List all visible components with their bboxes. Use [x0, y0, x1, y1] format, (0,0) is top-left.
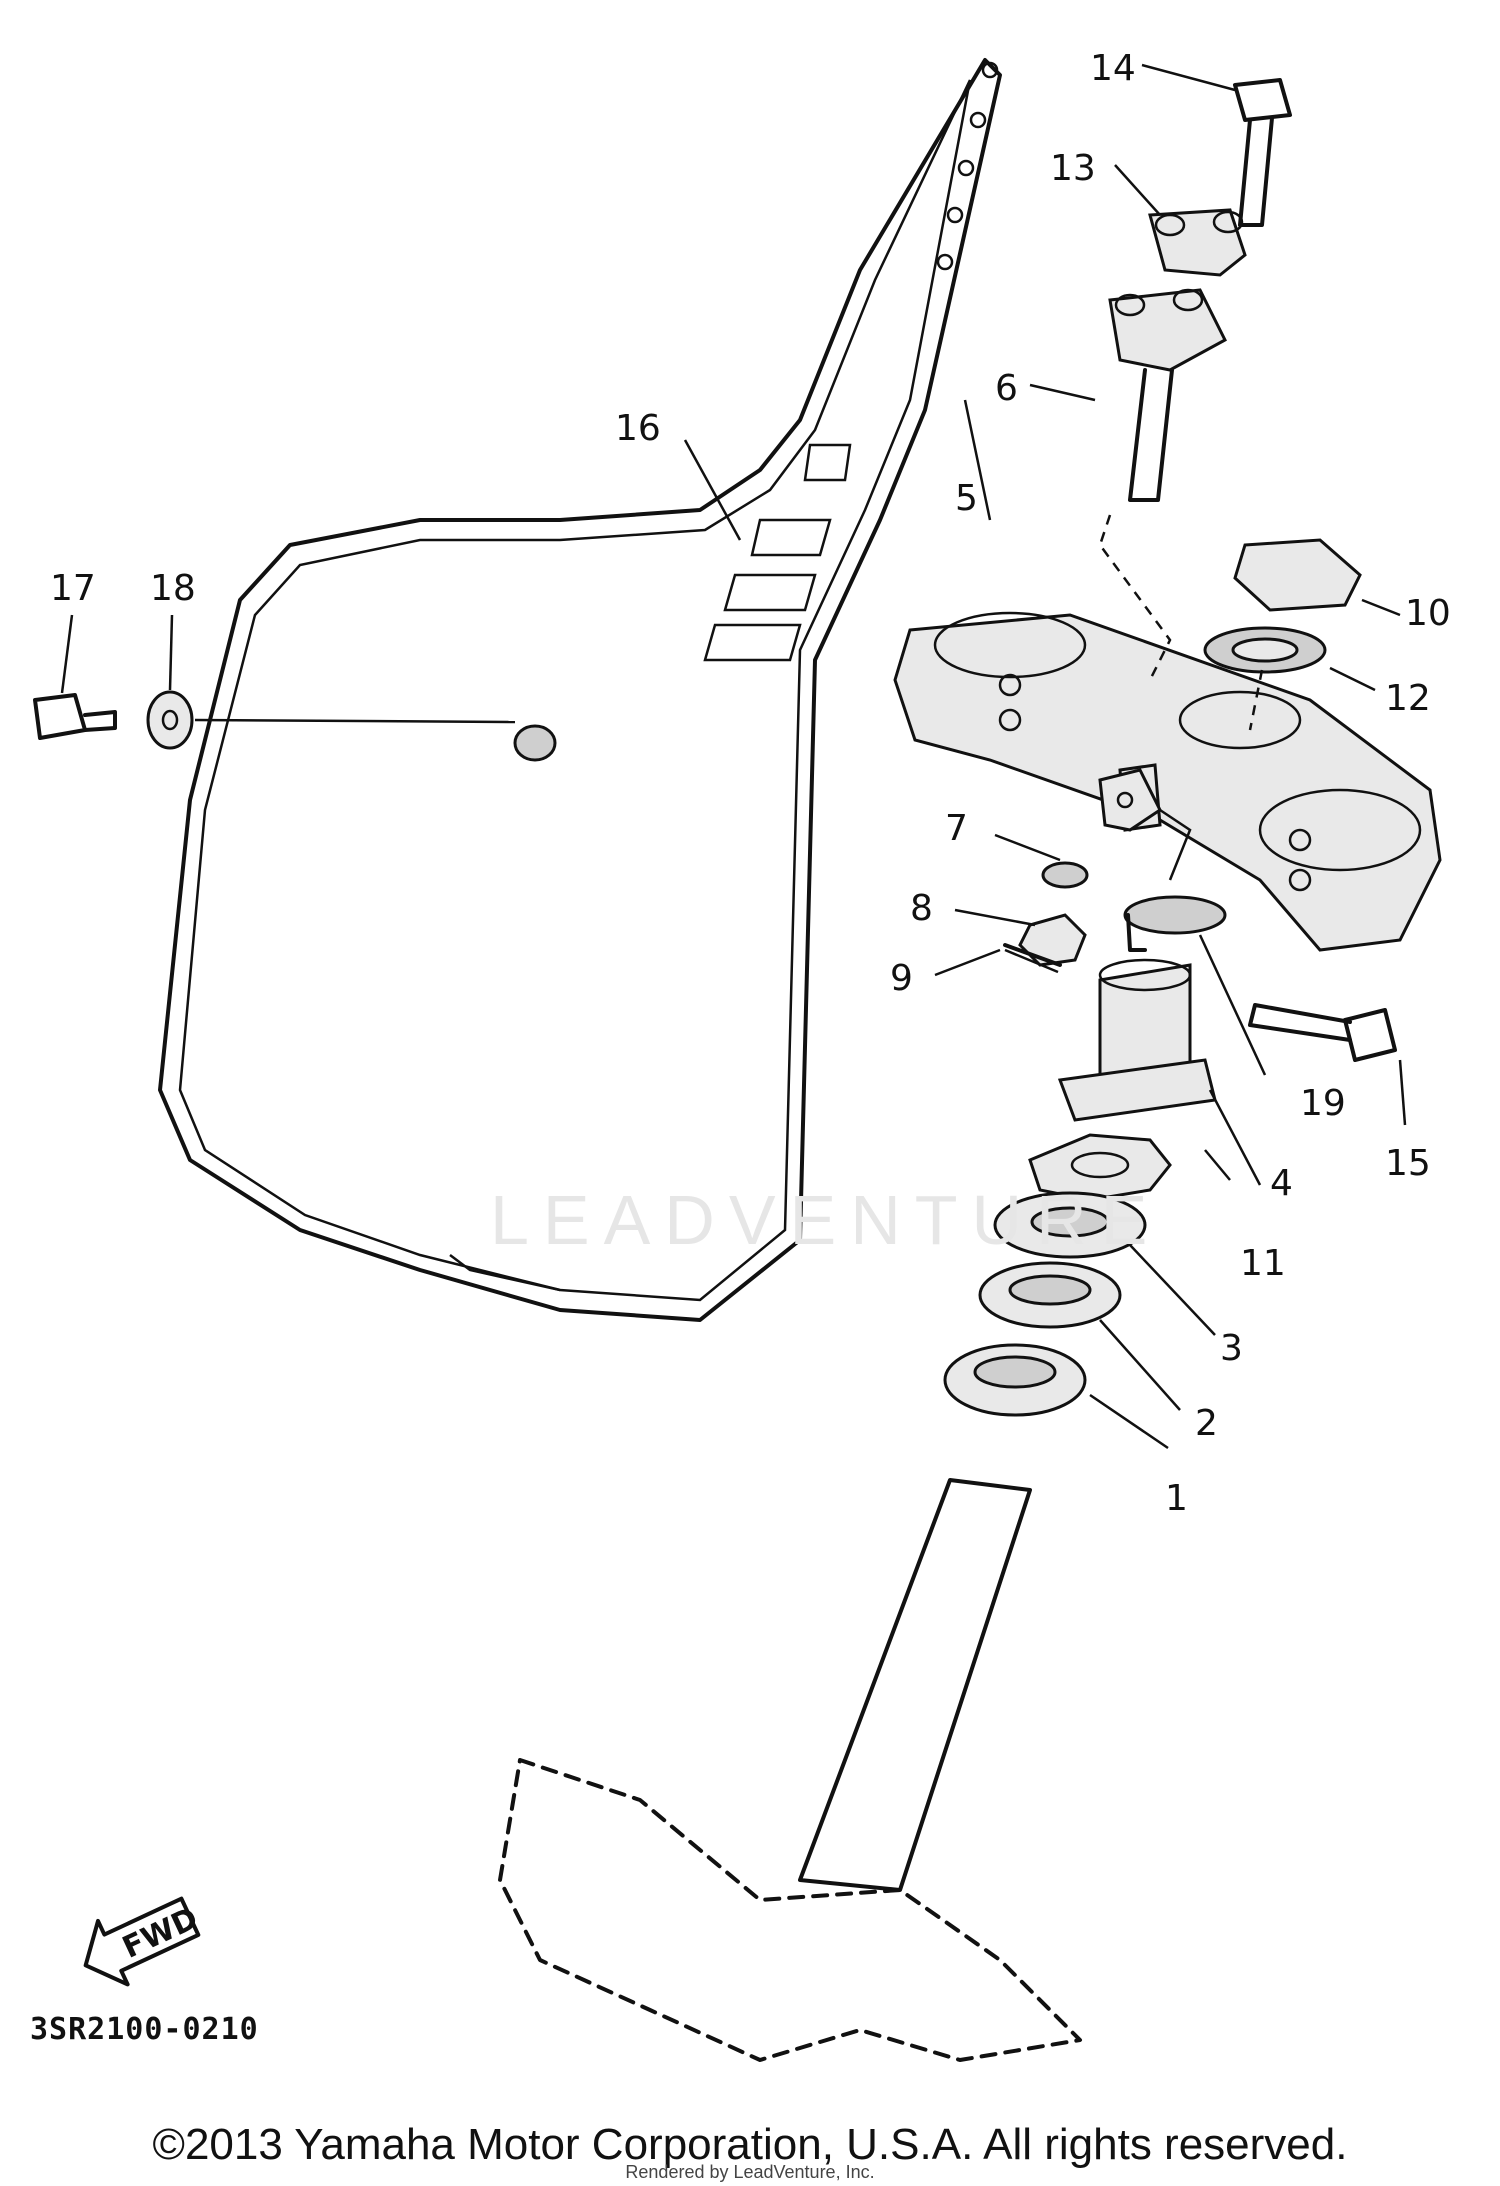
- callout-13: 13: [1050, 148, 1096, 189]
- nut-8: [1018, 913, 1087, 967]
- callout-4: 4: [1270, 1163, 1293, 1204]
- drawing-code: 3SR2100-0210: [30, 2012, 259, 2047]
- fwd-arrow-icon: FWD: [83, 1896, 203, 1987]
- steering-stem: [498, 1478, 1082, 2062]
- callout-2: 2: [1195, 1403, 1218, 1444]
- callout-16: 16: [615, 408, 661, 449]
- bolt-15: [1248, 1003, 1397, 1062]
- callout-9: 9: [890, 958, 913, 999]
- callout-1: 1: [1165, 1478, 1188, 1519]
- upper-bracket: [893, 611, 1442, 952]
- bolt-17: [33, 693, 117, 740]
- ring-nut-11: [1028, 1133, 1172, 1202]
- bolt-14: [1233, 78, 1292, 227]
- callout-11: 11: [1240, 1243, 1286, 1284]
- callout-19: 19: [1300, 1083, 1346, 1124]
- handlebar-holder: [1148, 208, 1247, 277]
- bearing-cover-3: [993, 1191, 1147, 1259]
- collar-18: [146, 690, 194, 750]
- cotter-pin-9: [1003, 943, 1062, 974]
- callout-7: 7: [945, 808, 968, 849]
- callout-5: 5: [955, 478, 978, 519]
- bearing-2: [978, 1261, 1122, 1329]
- washer-12: [1203, 626, 1327, 674]
- callout-10: 10: [1405, 593, 1451, 634]
- callout-leaders: [60, 63, 1407, 1450]
- lock-washer-19: [1123, 895, 1227, 952]
- rendered-by-notice: Rendered by LeadVenture, Inc.: [625, 2162, 875, 2182]
- bracket-clamp: [1098, 768, 1162, 832]
- number-plate: [158, 58, 1002, 1322]
- callout-6: 6: [995, 368, 1018, 409]
- callout-18: 18: [150, 568, 196, 609]
- ring-nut-4: [1057, 958, 1217, 1122]
- bearing-1: [943, 1343, 1087, 1417]
- callout-12b: 12: [1385, 678, 1431, 719]
- callout-17: 17: [50, 568, 96, 609]
- watermark: LEADVENTURE: [490, 1181, 1162, 1259]
- callout-8: 8: [910, 888, 933, 929]
- callouts: 1 2 3 4 5 6 7 8 9 10 11 12 13 14 15 16 1…: [50, 48, 1451, 1519]
- callout-3: 3: [1220, 1328, 1243, 1369]
- washer-7: [1041, 861, 1089, 889]
- steering-nut: [1233, 538, 1362, 612]
- copyright-notice: ©2013 Yamaha Motor Corporation, U.S.A. A…: [152, 2120, 1348, 2169]
- callout-14: 14: [1090, 48, 1136, 89]
- callout-15: 15: [1385, 1143, 1431, 1184]
- handlebar-holder-lower: [1108, 288, 1227, 502]
